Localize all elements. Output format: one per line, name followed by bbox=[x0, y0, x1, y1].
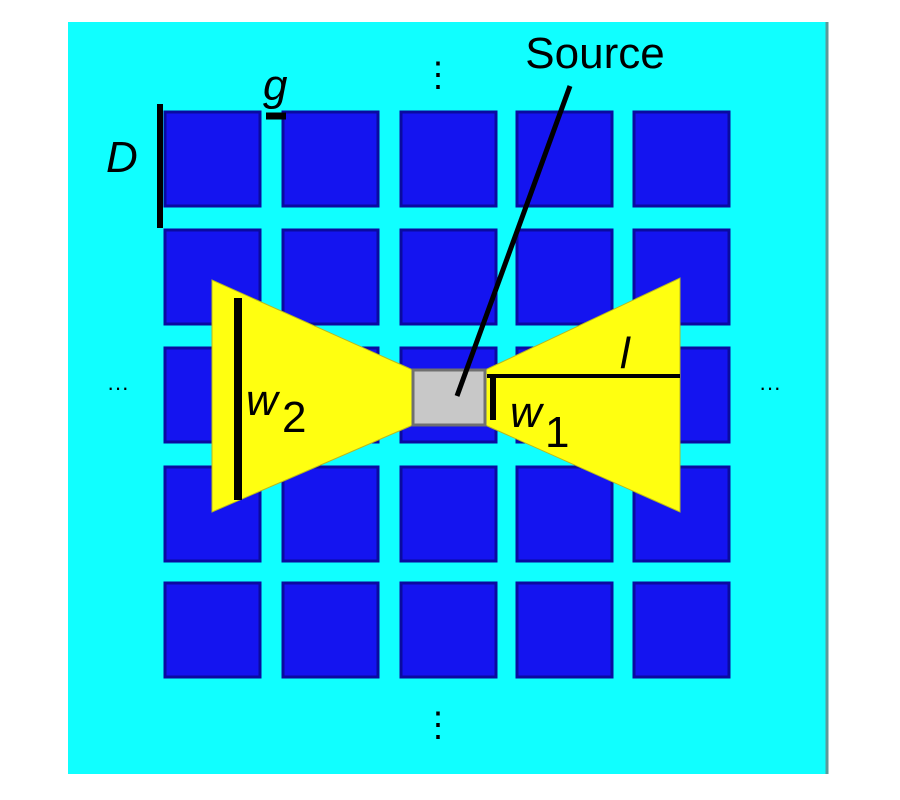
metal-patch bbox=[399, 581, 498, 679]
metal-patch bbox=[399, 465, 498, 563]
metal-patch bbox=[281, 581, 380, 679]
source-label: Source bbox=[525, 29, 664, 78]
metal-patch bbox=[515, 228, 614, 326]
w2-label: w bbox=[246, 376, 281, 425]
metal-patch bbox=[515, 465, 614, 563]
patch-grid bbox=[163, 110, 731, 679]
top-ellipsis: ⋮ bbox=[421, 56, 455, 94]
metal-patch bbox=[281, 110, 380, 208]
metal-patch bbox=[281, 465, 380, 563]
bottom-ellipsis: ⋮ bbox=[421, 706, 455, 744]
metal-patch bbox=[163, 581, 262, 679]
metal-patch bbox=[163, 110, 262, 208]
metal-patch bbox=[281, 228, 380, 326]
left-ellipsis: ··· bbox=[107, 375, 129, 400]
w1-label: w bbox=[510, 388, 545, 437]
metal-patch bbox=[632, 581, 731, 679]
w2-subscript: 2 bbox=[282, 393, 306, 442]
metal-patch bbox=[632, 110, 731, 208]
source-pointer-line bbox=[454, 85, 573, 397]
metal-patch bbox=[399, 110, 498, 208]
l-label: l bbox=[620, 329, 631, 378]
metal-patch bbox=[399, 228, 498, 326]
d-label: D bbox=[106, 133, 138, 182]
metal-patch bbox=[515, 581, 614, 679]
w1-subscript: 1 bbox=[545, 408, 569, 457]
g-label: g bbox=[263, 61, 288, 110]
source-feed bbox=[411, 368, 487, 427]
right-ellipsis: ··· bbox=[759, 375, 781, 400]
